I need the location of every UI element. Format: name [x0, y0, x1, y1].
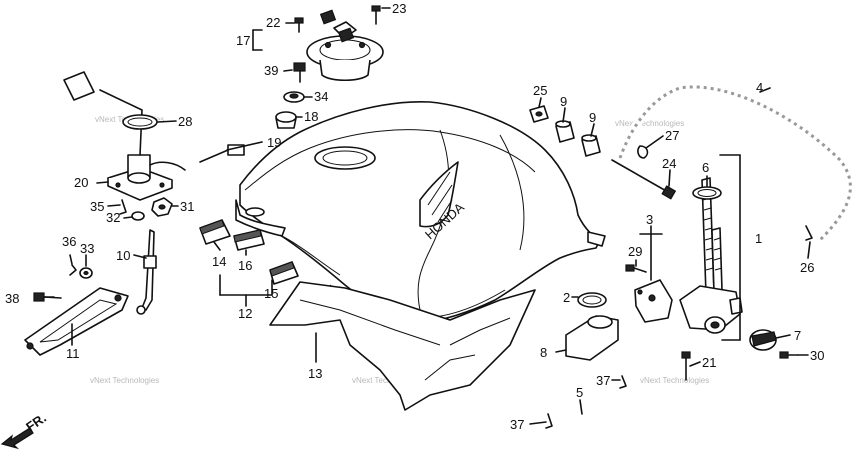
clip-37-lower [545, 413, 553, 429]
callout-9a: 9 [560, 94, 567, 109]
rubber-14 [199, 219, 231, 245]
bolt-21 [681, 351, 691, 381]
tube-5 [553, 357, 663, 423]
callout-18: 18 [304, 109, 318, 124]
callout-21: 21 [702, 355, 716, 370]
callout-37a: 37 [510, 417, 524, 432]
screw-22 [294, 17, 304, 33]
callout-38: 38 [5, 291, 19, 306]
rubber-33 [79, 267, 93, 279]
mounting-bracket-11 [24, 287, 129, 356]
nut-31 [151, 197, 173, 217]
callout-14: 14 [212, 254, 226, 269]
callout-4: 4 [756, 80, 763, 95]
washer-32 [131, 211, 145, 221]
rubber-15 [269, 261, 299, 285]
callout-37b: 37 [596, 373, 610, 388]
clip-35 [119, 199, 127, 215]
collar-9a [555, 120, 575, 143]
rubber-18 [275, 111, 297, 129]
callout-30: 30 [810, 348, 824, 363]
callout-17: 17 [236, 33, 250, 48]
leader-lines [43, 7, 811, 425]
bolt-24 [611, 159, 677, 200]
drain-tube-10 [136, 229, 157, 315]
packing-28 [122, 114, 158, 130]
collar-9b [581, 134, 601, 157]
callout-2: 2 [563, 290, 570, 305]
fuel-tank: HONDA [235, 100, 606, 323]
callout-10: 10 [116, 248, 130, 263]
callout-22: 22 [266, 15, 280, 30]
callout-12: 12 [238, 306, 252, 321]
callout-20: 20 [74, 175, 88, 190]
callout-6: 6 [702, 160, 709, 175]
watermark-text: vNext Technologies [640, 376, 709, 385]
fuel-level-sensor [63, 71, 186, 201]
packing-6 [692, 186, 722, 200]
callout-33: 33 [80, 241, 94, 256]
callout-27: 27 [665, 128, 679, 143]
callout-34: 34 [314, 89, 328, 104]
valve-lever-3 [634, 279, 673, 323]
callout-labels: 17 22 23 39 34 18 19 28 20 35 32 31 10 3… [5, 1, 824, 432]
callout-39: 39 [264, 63, 278, 78]
o-ring-2 [577, 292, 607, 308]
front-direction-indicator: FR. [0, 410, 49, 450]
watermark-text: vNext Technologies [90, 376, 159, 385]
tank-heat-guard [269, 281, 536, 411]
clip-26 [805, 225, 813, 241]
rubber-16 [233, 229, 265, 251]
callout-5: 5 [576, 385, 583, 400]
screw-30 [779, 351, 799, 359]
screw-29 [625, 264, 647, 273]
screw-23 [371, 5, 381, 25]
callout-9b: 9 [589, 110, 596, 125]
callout-32: 32 [106, 210, 120, 225]
callout-19: 19 [267, 135, 281, 150]
callout-13: 13 [308, 366, 322, 381]
collar-25 [529, 105, 549, 123]
callout-31: 31 [180, 199, 194, 214]
fuel-hose-4 [615, 82, 855, 245]
fuel-valve-assembly [679, 177, 743, 334]
callout-16: 16 [238, 258, 252, 273]
knob-7 [749, 329, 777, 351]
bolt-39 [293, 62, 306, 83]
callout-11: 11 [66, 346, 80, 361]
watermark-text: vNext Technologies [615, 119, 684, 128]
clip-36 [69, 264, 77, 276]
clip-37-upper [619, 375, 627, 389]
holder-8 [565, 315, 619, 361]
collar-34 [283, 91, 305, 103]
callout-7: 7 [794, 328, 801, 343]
callout-15: 15 [264, 286, 278, 301]
callout-8: 8 [540, 345, 547, 360]
callout-23: 23 [392, 1, 406, 16]
callout-3: 3 [646, 212, 653, 227]
callout-29: 29 [628, 244, 642, 259]
callout-28: 28 [178, 114, 192, 129]
callout-36: 36 [62, 234, 76, 249]
callout-24: 24 [662, 156, 676, 171]
watermark-text: vNext Technologies [352, 376, 421, 385]
callout-1: 1 [755, 231, 762, 246]
callout-25: 25 [533, 83, 547, 98]
callout-35: 35 [90, 199, 104, 214]
fuel-filler-cap [306, 9, 384, 82]
callout-26: 26 [800, 260, 814, 275]
